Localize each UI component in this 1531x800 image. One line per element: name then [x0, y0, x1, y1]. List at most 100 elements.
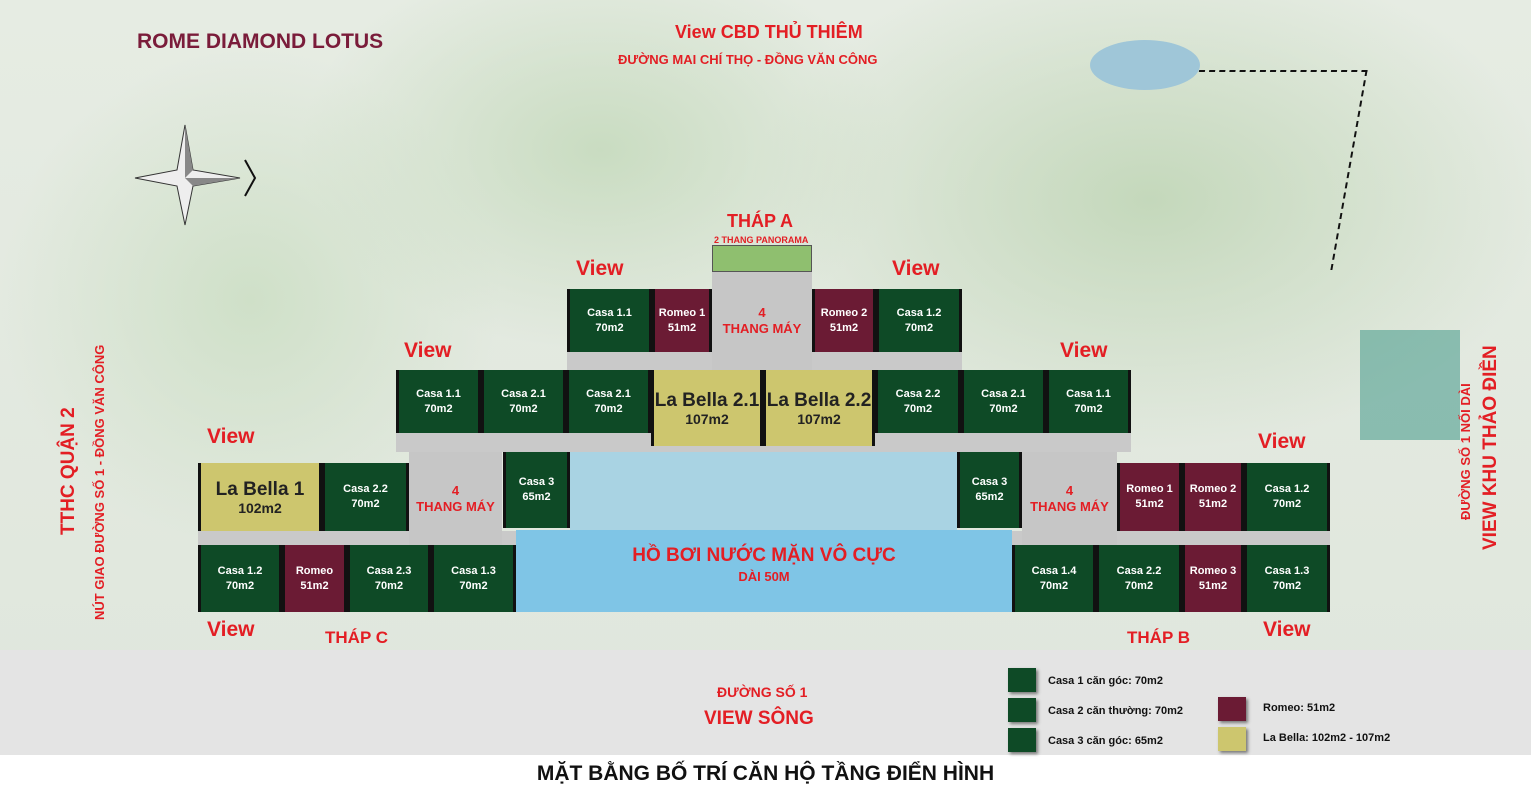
unit-casa-1-3: Casa 1.3 70m2: [431, 545, 516, 612]
legend-label: Casa 3 căn góc: 65m2: [1048, 735, 1163, 747]
legend-swatch: [1218, 727, 1246, 751]
tower-c-label: THÁP C: [325, 628, 388, 647]
unit-name: La Bella 2.2: [766, 389, 872, 411]
unit-romeo-3: Romeo 3 51m2: [1182, 545, 1244, 612]
unit-casa-3: Casa 3 65m2: [503, 452, 570, 528]
unit-casa-1-1: Casa 1.1 70m2: [1046, 370, 1131, 433]
footer-band: [0, 755, 1531, 800]
right-big-label: VIEW KHU THẢO ĐIỀN: [1480, 345, 1501, 550]
view-label: View: [207, 425, 255, 448]
legend-label: Casa 1 căn góc: 70m2: [1048, 675, 1163, 687]
unit-name: Casa 3: [518, 476, 555, 488]
unit-name: Romeo 2: [820, 306, 868, 319]
unit-casa-2-3: Casa 2.3 70m2: [347, 545, 431, 612]
unit-area: 65m2: [522, 491, 551, 503]
lift-count: 4: [758, 305, 766, 320]
infinity-pool: [516, 530, 1012, 612]
panorama-lift: [712, 245, 812, 272]
tower-b-label: THÁP B: [1127, 628, 1190, 647]
legend-swatch: [1008, 668, 1036, 692]
legend-swatch: [1008, 698, 1036, 722]
tower-a-label: THÁP A: [727, 211, 794, 231]
tennis-court: [1360, 330, 1460, 440]
unit-casa-2-1: Casa 2.1 70m2: [566, 370, 651, 433]
unit-area: 70m2: [459, 579, 488, 592]
unit-area: 70m2: [594, 402, 623, 415]
unit-area: 107m2: [685, 410, 729, 427]
footer-title: MẶT BẰNG BỐ TRÍ CĂN HỘ TẦNG ĐIỂN HÌNH: [536, 762, 995, 785]
unit-name: Romeo 1: [658, 306, 706, 319]
unit-name: Casa 1.3: [1264, 564, 1310, 577]
lift-label: THANG MÁY: [416, 498, 495, 514]
unit-casa-3: Casa 3 65m2: [957, 452, 1022, 528]
unit-area: 51m2: [1198, 579, 1228, 592]
lift-count: 4: [1065, 482, 1074, 498]
unit-area: 70m2: [1272, 579, 1302, 592]
unit-name: Casa 3: [971, 476, 1008, 488]
bottom-view-label: VIEW SÔNG: [704, 708, 814, 729]
unit-area: 65m2: [975, 491, 1004, 503]
unit-name: Casa 1.1: [416, 387, 461, 400]
view-label: View: [404, 339, 452, 362]
unit-casa-1-3: Casa 1.3 70m2: [1244, 545, 1330, 612]
unit-name: Casa 2.1: [586, 387, 631, 400]
unit-name: Romeo 3: [1189, 564, 1237, 577]
legend-label: Casa 2 căn thường: 70m2: [1048, 705, 1183, 717]
unit-area: 70m2: [374, 579, 404, 592]
unit-name: Casa 2.2: [343, 483, 388, 495]
tower-a-sub-label: 2 THANG PANORAMA: [714, 235, 809, 245]
unit-name: Romeo 1: [1126, 483, 1173, 495]
unit-area: 51m2: [667, 321, 697, 334]
unit-name: Casa 1.4: [1031, 564, 1077, 577]
bottom-road-label: ĐƯỜNG SỐ 1: [717, 684, 808, 700]
unit-area: 70m2: [509, 402, 538, 415]
view-label: View: [892, 257, 940, 280]
left-small-label: NÚT GIAO ĐƯỜNG SỐ 1 - ĐỒNG VĂN CÔNG: [92, 344, 107, 620]
unit-name: La Bella 2.1: [654, 389, 760, 411]
unit-area: 70m2: [351, 498, 380, 510]
right-small-label: ĐƯỜNG SỐ 1 NỐI DÀI: [1458, 383, 1473, 520]
compass-icon: [134, 124, 257, 226]
road-bottom: [0, 650, 1531, 755]
unit-area: 70m2: [1074, 402, 1103, 415]
unit-area: 51m2: [829, 321, 859, 334]
unit-name: Casa 1.1: [1066, 387, 1111, 400]
lift-label: THANG MÁY: [722, 321, 802, 336]
view-label: View: [1258, 430, 1306, 453]
unit-name: Casa 1.1: [587, 306, 632, 319]
unit-area: 51m2: [1198, 498, 1228, 510]
pool-sub-label: DÀI 50M: [738, 569, 790, 584]
view-label: View: [1060, 339, 1108, 362]
unit-romeo-2: Romeo 2 51m2: [812, 289, 876, 352]
view-label: View: [1263, 618, 1311, 641]
unit-romeo-2: Romeo 2 51m2: [1182, 463, 1244, 531]
unit-name: Casa 2.3: [366, 564, 412, 577]
unit-casa-2-1: Casa 2.1 70m2: [481, 370, 566, 433]
unit-name: Casa 2.1: [501, 387, 546, 400]
pond: [1090, 40, 1200, 90]
unit-area: 70m2: [1039, 579, 1069, 592]
unit-name: La Bella 1: [215, 478, 305, 500]
unit-area: 102m2: [238, 499, 282, 516]
unit-name: Casa 1.3: [451, 564, 496, 577]
unit-casa-1-4: Casa 1.4 70m2: [1012, 545, 1096, 612]
unit-area: 70m2: [1124, 579, 1154, 592]
unit-area: 70m2: [903, 402, 933, 415]
unit-name: Romeo 2: [1189, 483, 1237, 495]
unit-area: 70m2: [424, 402, 453, 415]
legend-swatch: [1218, 697, 1246, 721]
